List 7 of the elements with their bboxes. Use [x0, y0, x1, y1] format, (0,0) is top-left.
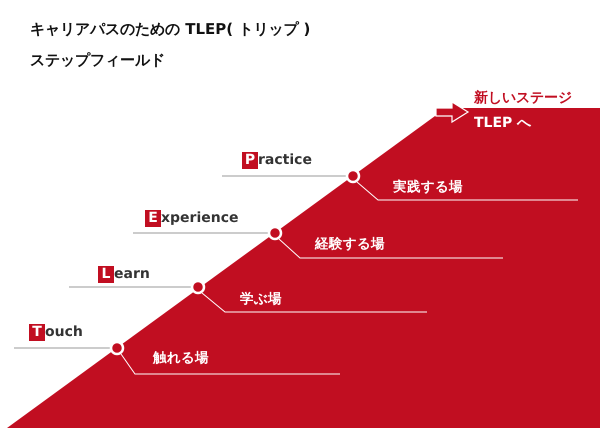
step-title: Touch	[29, 324, 83, 341]
step-description: 経験する場	[315, 235, 385, 253]
title: キャリアパスのための TLEP( トリップ )ステップフィールド	[30, 19, 312, 71]
step-description: 学ぶ場	[240, 290, 282, 308]
step-description: 触れる場	[153, 349, 209, 367]
goal-label: 新しいステージTLEP へ	[474, 88, 573, 133]
step-description: 実践する場	[393, 178, 463, 196]
